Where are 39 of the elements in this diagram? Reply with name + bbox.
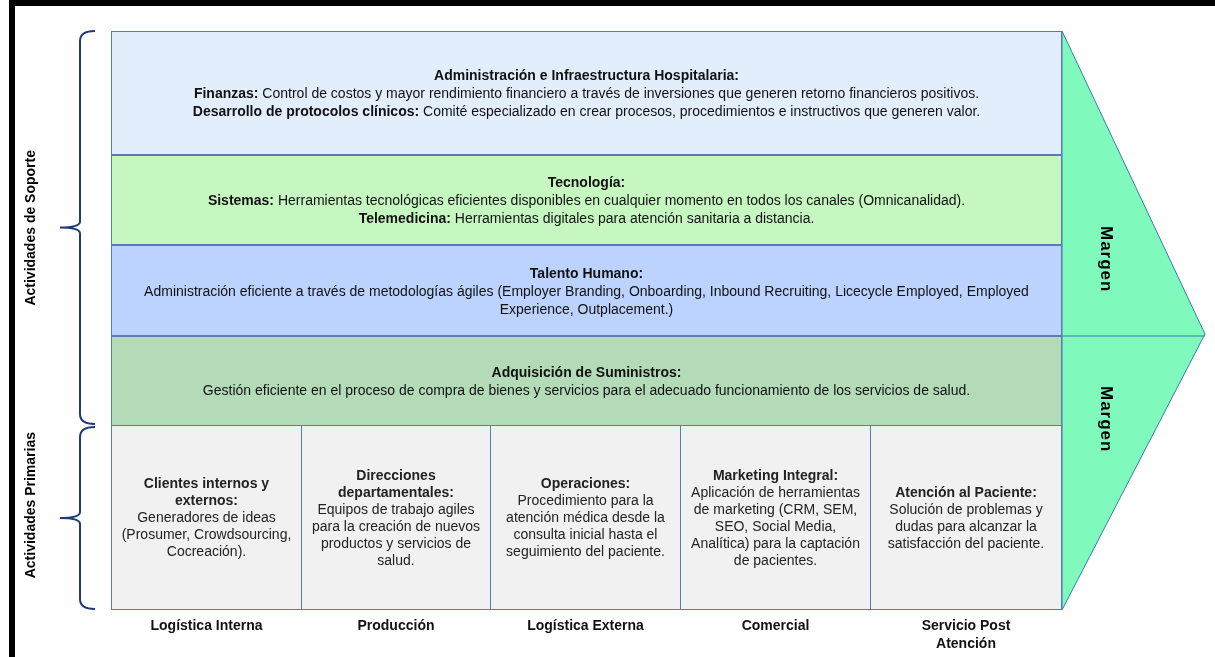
activity-description: Sistemas: Herramientas tecnológicas eficientes disponibles en cualquier momento en todos los canales (Omnicanalidad). — [207, 191, 966, 209]
activity-description: Gestión eficiente en el proceso de compra de bienes y servicios para el adecuado funcionamiento de los servicios de salud. — [202, 381, 971, 399]
activity-description: Finanzas: Control de costos y mayor rendimiento financiero a través de inversiones que generen retorno financieros positivos. — [193, 84, 980, 102]
activity-heading: Operaciones: — [540, 475, 631, 492]
primary-activity-cell — [680, 425, 871, 610]
activity-description: Desarrollo de protocolos clínicos: Comité especializado en crear procesos, procedimientos e instructivos que generen valor. — [192, 102, 981, 120]
activity-heading: Direcciones departamentales: — [337, 466, 455, 501]
activity-description: Solución de problemas y dudas para alcanzar la satisfacción del paciente. — [886, 500, 1046, 552]
margin-label: Margen — [1096, 386, 1116, 453]
support-activity-band — [111, 336, 1062, 426]
margin-arrow — [1062, 31, 1207, 610]
stage-label: Producción — [356, 616, 436, 634]
activity-description: Procedimiento para la atención médica desde la consulta inicial hasta el seguimiento del paciente. — [505, 492, 666, 560]
activity-description: Aplicación de herramientas de marketing (CRM, SEM, SEO, Social Media, Analítica) para la captación de pacientes. — [690, 483, 861, 569]
activity-description: Generadores de ideas (Prosumer, Crowdsourcing, Cocreación). — [120, 509, 293, 560]
stage-label: Logística Interna — [149, 616, 264, 634]
activity-description: Telemedicina: Herramientas digitales para atención sanitaria a distancia. — [358, 209, 815, 227]
primary-activity-cell — [870, 425, 1062, 610]
activity-heading: Talento Humano: — [529, 263, 644, 282]
margin-label: Margen — [1096, 226, 1116, 293]
activity-heading: Administración e Infraestructura Hospitalaria: — [434, 66, 739, 84]
side-label: Actividades Primarias — [22, 432, 38, 579]
side-label: Actividades de Soporte — [22, 150, 38, 306]
activity-heading: Clientes internos y externos: — [142, 475, 271, 509]
activity-heading: Atención al Paciente: — [895, 483, 1037, 501]
activity-description: Administración eficiente a través de metodologías ágiles (Employer Branding, Onboarding, Inbound Recruiting, Licecycle Employed, Employed Experience, Outplacement.) — [143, 281, 1030, 318]
primary-activity-cell — [301, 425, 491, 610]
activity-heading: Marketing Integral: — [712, 466, 839, 484]
stage-label: Servicio Post Atención — [920, 616, 1012, 652]
support-activity-band — [111, 155, 1062, 245]
support-activity-band — [111, 31, 1062, 155]
stage-label: Logística Externa — [526, 616, 645, 634]
support-activity-band — [111, 245, 1062, 336]
activity-heading: Tecnología: — [547, 173, 626, 191]
stage-label: Comercial — [740, 616, 811, 634]
activity-heading: Adquisición de Suministros: — [491, 363, 682, 381]
activity-description: Equipos de trabajo agiles para la creación de nuevos productos y servicios de salud. — [310, 500, 482, 569]
primary-activity-cell — [490, 425, 681, 610]
primary-activity-cell — [111, 425, 302, 610]
